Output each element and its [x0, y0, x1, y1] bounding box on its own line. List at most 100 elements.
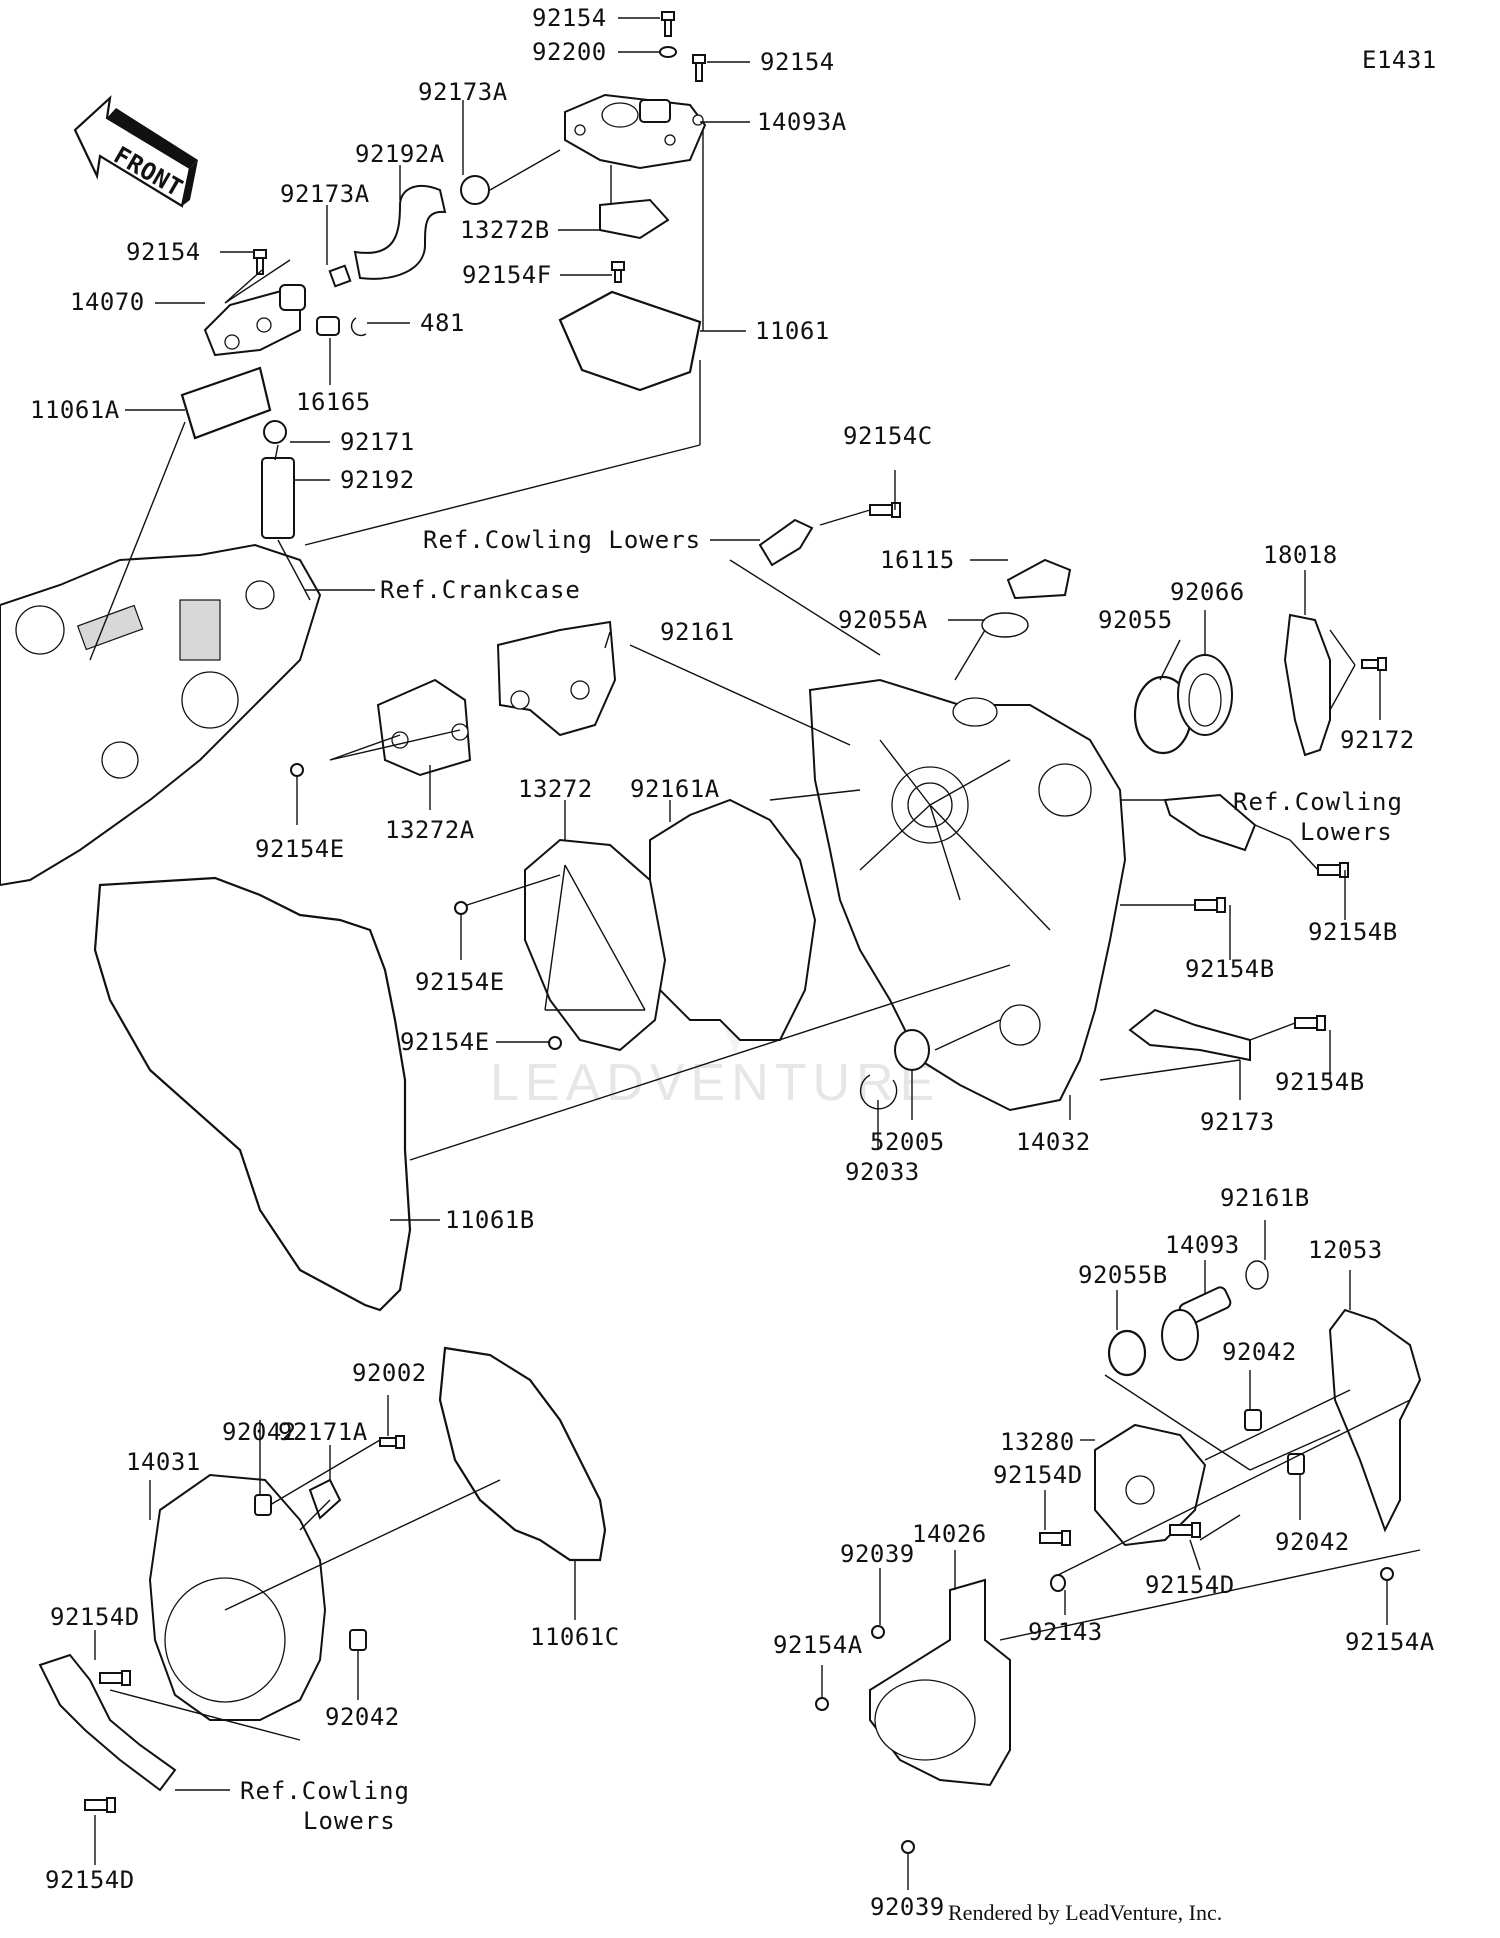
part-label: 92055	[1098, 606, 1173, 634]
part-label: 92154B	[1185, 955, 1275, 983]
washer-92143	[1050, 1574, 1066, 1592]
part-label: 12053	[1308, 1236, 1383, 1264]
part-label: 92200	[532, 38, 607, 66]
part-label: 92042	[1222, 1338, 1297, 1366]
leader-lines	[89, 17, 1421, 1890]
part-label: 11061	[755, 317, 830, 345]
ref-cowling-right-line1: Ref.Cowling	[1233, 788, 1403, 816]
part-label: 13280	[1000, 1428, 1075, 1456]
ref-cowling-right-line2: Lowers	[1300, 818, 1393, 846]
part-label: 92055B	[1078, 1261, 1168, 1289]
clamp-92171a	[308, 1478, 342, 1520]
bolt-92154d-left-b	[84, 1797, 116, 1813]
bolt-92154e-a	[290, 763, 304, 777]
clutch-cover-14032	[808, 678, 1127, 1112]
upper-cover-14093a	[564, 93, 707, 170]
impeller-14093	[1161, 1286, 1232, 1361]
clamp-92173a-upper	[460, 175, 490, 205]
hose-92192	[261, 457, 295, 539]
plate-13272b	[599, 198, 670, 240]
bolt-92154b-c	[1294, 1015, 1326, 1031]
oil-cap-16115	[1006, 558, 1072, 600]
part-label: 92143	[1028, 1618, 1103, 1646]
part-label: 481	[420, 309, 465, 337]
cover-13272	[524, 838, 667, 1052]
clamp-92173a-lower	[328, 264, 352, 288]
gasket-11061b	[93, 876, 412, 1312]
part-label: 92042	[325, 1703, 400, 1731]
ref-crankcase-label: Ref.Crankcase	[380, 576, 581, 604]
part-label: 92039	[870, 1893, 945, 1921]
part-label: 92002	[352, 1359, 427, 1387]
sight-glass-92066	[1177, 654, 1233, 736]
o-ring-92055b	[1107, 1329, 1147, 1377]
bracket-cowling-right	[1163, 793, 1257, 852]
bolt-92002	[379, 1435, 405, 1449]
part-label: 13272A	[385, 816, 475, 844]
bracket-12053	[1328, 1308, 1422, 1533]
bolt-92039-b	[901, 1840, 915, 1854]
part-label: 92154B	[1275, 1068, 1365, 1096]
part-label: 92154	[532, 4, 607, 32]
clamp-92171	[263, 420, 287, 444]
hose-92192a	[353, 185, 447, 280]
front-arrow-icon: FRONT	[73, 95, 198, 208]
dowel-92042-lower	[349, 1629, 367, 1651]
part-label: 92154B	[1308, 918, 1398, 946]
part-label: 92173A	[280, 180, 370, 208]
part-label: 16165	[296, 388, 371, 416]
bolt-92154a-left	[815, 1697, 829, 1711]
part-label: 18018	[1263, 541, 1338, 569]
part-label: 92154A	[1345, 1628, 1435, 1656]
part-label: 16115	[880, 546, 955, 574]
snap-ring-481	[350, 317, 367, 337]
seal-92161b	[1245, 1260, 1269, 1290]
part-label: 92192A	[355, 140, 445, 168]
bolt-92154a-right	[1380, 1567, 1394, 1581]
crankcase-reference	[0, 543, 322, 887]
bolt-92154e-c	[548, 1036, 562, 1050]
part-label: 14070	[70, 288, 145, 316]
bolt-92154f	[611, 261, 625, 283]
plate-13272a	[376, 678, 472, 777]
part-label: 92171A	[278, 1418, 368, 1446]
part-label: 92154E	[415, 968, 505, 996]
ref-cowling-lowers-label: Ref.Cowling Lowers	[423, 526, 701, 554]
oil-seal-52005	[894, 1029, 930, 1071]
watermark-text: LEADVENTURE	[490, 1054, 940, 1112]
bolt-92154-top	[661, 11, 675, 37]
part-label: 92161B	[1220, 1184, 1310, 1212]
part-label: 14093A	[757, 108, 847, 136]
part-label: 52005	[870, 1128, 945, 1156]
part-label: 92154F	[462, 261, 552, 289]
part-label: 14031	[126, 1448, 201, 1476]
part-label: 11061A	[30, 396, 120, 424]
ref-cowling-left-line2: Lowers	[303, 1807, 396, 1835]
part-label: 13272	[518, 775, 593, 803]
gasket-11061	[558, 290, 702, 392]
part-label: 92042	[222, 1418, 297, 1446]
part-label: 92066	[1170, 578, 1245, 606]
bolt-92154d-left-a	[99, 1670, 131, 1686]
part-label: 92154	[760, 48, 835, 76]
guard-18018	[1283, 613, 1331, 757]
part-label: 92033	[845, 1158, 920, 1186]
part-label: 92171	[340, 428, 415, 456]
part-label: 92172	[1340, 726, 1415, 754]
part-label: 92154	[126, 238, 201, 266]
bolt-92154b-a	[1317, 862, 1349, 878]
part-label: 92042	[1275, 1528, 1350, 1556]
thermostat-housing-14070	[203, 284, 306, 357]
o-ring-92055a	[981, 612, 1029, 638]
part-label: 92154E	[400, 1028, 490, 1056]
part-label: 92154E	[255, 835, 345, 863]
gasket-11061a	[180, 366, 272, 440]
part-label: 14093	[1165, 1231, 1240, 1259]
part-label: 92192	[340, 466, 415, 494]
bolt-92154-left	[253, 249, 267, 275]
generator-cover-14031	[148, 1473, 327, 1721]
part-label: 11061C	[530, 1623, 620, 1651]
gasket-11061c	[438, 1346, 607, 1562]
part-label: 92154D	[1145, 1571, 1235, 1599]
ref-cowling-left-line1: Ref.Cowling	[240, 1777, 410, 1805]
